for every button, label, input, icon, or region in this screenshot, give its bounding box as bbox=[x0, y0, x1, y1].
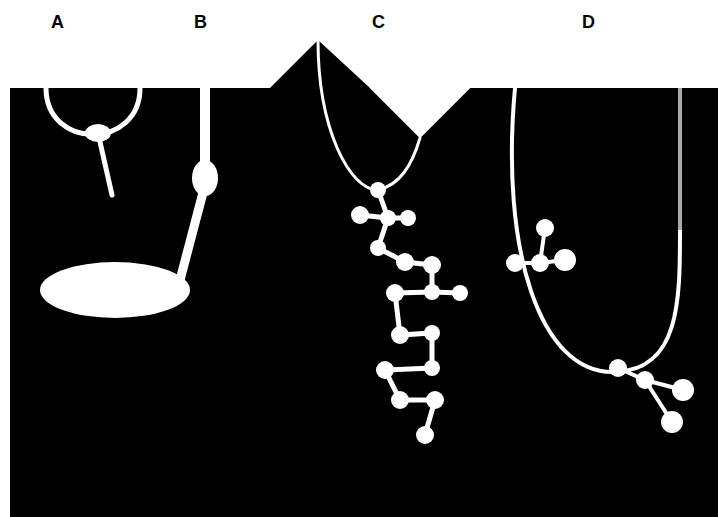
disc bbox=[40, 262, 190, 318]
stalk-a bbox=[98, 133, 112, 195]
panel-letter: B bbox=[194, 13, 207, 31]
notch bbox=[370, 88, 470, 138]
strand-c2 bbox=[378, 138, 420, 190]
structures bbox=[46, 40, 683, 435]
membrane-ground bbox=[10, 40, 718, 517]
stalk-b bbox=[200, 88, 210, 170]
panel-letter: A bbox=[51, 13, 64, 31]
bead bbox=[85, 124, 111, 142]
strand-c bbox=[318, 40, 378, 190]
arm-b bbox=[180, 185, 205, 280]
loop-d-grey bbox=[678, 88, 682, 230]
chain-c bbox=[360, 190, 460, 435]
bead bbox=[192, 160, 218, 196]
loop-d bbox=[512, 88, 680, 372]
panel-letter: C bbox=[372, 13, 385, 31]
panel-letter: D bbox=[582, 13, 595, 31]
beads bbox=[40, 124, 694, 444]
